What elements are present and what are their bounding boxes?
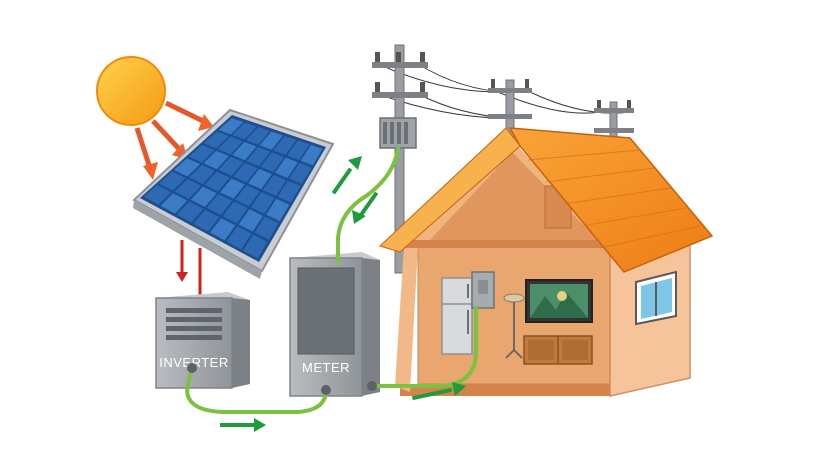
- arrow-icon: [331, 156, 362, 195]
- solar-cells: [143, 118, 323, 259]
- solar-cell: [238, 209, 263, 232]
- solar-cell: [233, 162, 258, 183]
- cabinet-icon: [523, 335, 593, 365]
- ac-flow-arrows: [220, 156, 466, 432]
- solar-cell: [260, 152, 285, 173]
- solar-cell: [246, 127, 270, 145]
- inverter-icon: INVERTER: [155, 292, 250, 389]
- electrical-panel-icon: [471, 271, 495, 309]
- solar-cell: [275, 157, 298, 178]
- solar-cell: [300, 144, 323, 166]
- arrow-icon: [176, 240, 188, 282]
- solar-cell: [218, 136, 243, 155]
- solar-cell: [266, 198, 290, 222]
- sun-icon: [96, 56, 166, 126]
- transformer-icon: [379, 117, 417, 149]
- meter-house-cable: [370, 306, 478, 388]
- solar-cell: [254, 216, 279, 240]
- solar-cell: [220, 178, 245, 199]
- solar-cell: [188, 144, 215, 163]
- solar-cell: [259, 131, 284, 150]
- solar-cell: [210, 218, 236, 241]
- meter-label: METER: [302, 360, 350, 375]
- solar-cell: [143, 184, 172, 205]
- solar-cell: [243, 234, 268, 259]
- solar-cell: [248, 168, 272, 190]
- dc-flow-arrows: [176, 240, 202, 296]
- solar-cell: [273, 135, 297, 155]
- arrow-icon: [352, 191, 379, 224]
- solar-cell: [173, 158, 201, 177]
- television-icon: [525, 279, 593, 323]
- solar-cell: [232, 141, 257, 161]
- solar-cell: [232, 122, 257, 140]
- arrow-icon: [220, 418, 266, 432]
- solar-cell: [289, 162, 312, 184]
- solar-cell: [193, 209, 220, 232]
- solar-cell: [190, 186, 217, 207]
- solar-cell: [218, 156, 244, 176]
- solar-cell: [235, 185, 260, 207]
- solar-cell: [287, 140, 310, 161]
- inverter-meter-cable: [185, 366, 328, 414]
- solar-cell: [250, 192, 275, 214]
- cables: [185, 146, 478, 414]
- solar-cell: [204, 171, 230, 192]
- arrow-icon: [412, 382, 466, 401]
- house-icon: [379, 127, 714, 397]
- solar-cell: [246, 147, 271, 167]
- inverter-vents: [166, 308, 222, 340]
- solar-cell: [203, 150, 229, 170]
- solar-cell: [203, 131, 230, 149]
- solar-cell: [176, 201, 204, 223]
- solar-cell: [158, 171, 186, 191]
- roof-tiles: [527, 149, 701, 249]
- meter-icon: METER: [289, 252, 380, 397]
- meter-grid-cable: [336, 146, 400, 264]
- solar-cell: [262, 174, 287, 196]
- inverter-label: INVERTER: [159, 355, 229, 370]
- solar-cell: [206, 194, 233, 216]
- solar-cell: [174, 179, 202, 199]
- solar-cell: [277, 180, 301, 203]
- refrigerator-icon: [441, 277, 473, 355]
- window-icon: [635, 270, 677, 326]
- arrow-icon: [164, 100, 214, 131]
- cable-ends: [187, 363, 377, 395]
- solar-panel-icon: [132, 108, 335, 279]
- arrow-icon: [134, 127, 158, 180]
- floor-lamp-icon: [503, 293, 525, 359]
- solar-cell: [222, 201, 248, 224]
- solar-cell: [226, 226, 252, 250]
- solar-cell: [218, 118, 244, 135]
- solar-cell: [189, 164, 215, 184]
- sun-ray-arrows: [134, 100, 214, 180]
- solar-cell: [160, 193, 188, 214]
